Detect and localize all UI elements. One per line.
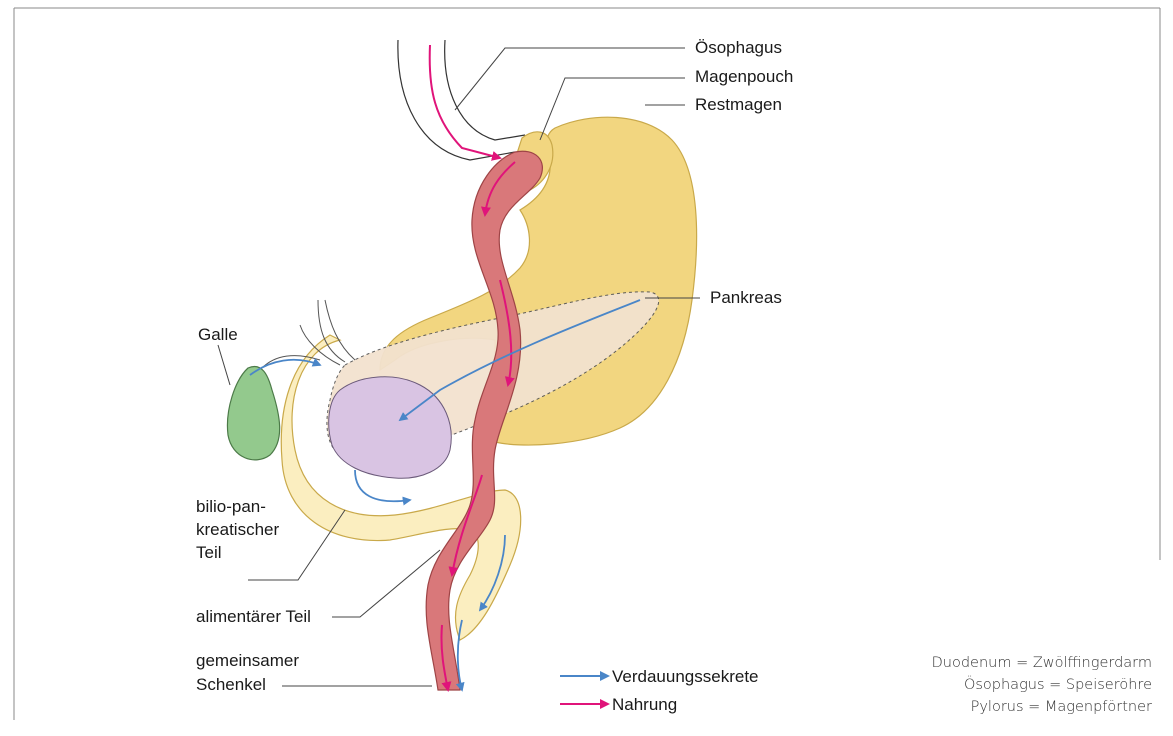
bile-duct-2 bbox=[318, 300, 345, 362]
label-biliopancreatic-line3: Teil bbox=[196, 543, 222, 562]
label-pouch: Magenpouch bbox=[695, 67, 793, 86]
leader-alimentary bbox=[332, 550, 440, 617]
label-common-line2: Schenkel bbox=[196, 675, 266, 694]
esophagus-right-wall bbox=[445, 40, 525, 140]
label-alimentary: alimentärer Teil bbox=[196, 607, 311, 626]
leader-esophagus bbox=[455, 48, 685, 110]
leader-gall bbox=[218, 345, 230, 385]
label-remnant-stomach: Restmagen bbox=[695, 95, 782, 114]
label-gall: Galle bbox=[198, 325, 238, 344]
label-pancreas: Pankreas bbox=[710, 288, 782, 307]
legend-food-label: Nahrung bbox=[612, 695, 677, 714]
gallbladder-shape bbox=[227, 367, 279, 460]
label-biliopancreatic-line1: bilio-pan- bbox=[196, 497, 266, 516]
glossary-line-duodenum: Duodenum = Zwölffingerdarm bbox=[932, 655, 1152, 671]
label-common-line1: gemeinsamer bbox=[196, 651, 299, 670]
label-biliopancreatic-line2: kreatischer bbox=[196, 520, 279, 539]
glossary: Duodenum = Zwölffingerdarm Ösophagus = S… bbox=[932, 655, 1152, 715]
bile-duct-3 bbox=[325, 300, 355, 360]
glossary-line-esophagus: Ösophagus = Speiseröhre bbox=[964, 676, 1152, 693]
legend: Verdauungssekrete Nahrung bbox=[560, 667, 759, 714]
label-esophagus: Ösophagus bbox=[695, 38, 782, 57]
legend-secretion-label: Verdauungssekrete bbox=[612, 667, 759, 686]
food-arrow-esophagus bbox=[430, 45, 500, 158]
glossary-line-pylorus: Pylorus = Magenpförtner bbox=[971, 699, 1152, 715]
